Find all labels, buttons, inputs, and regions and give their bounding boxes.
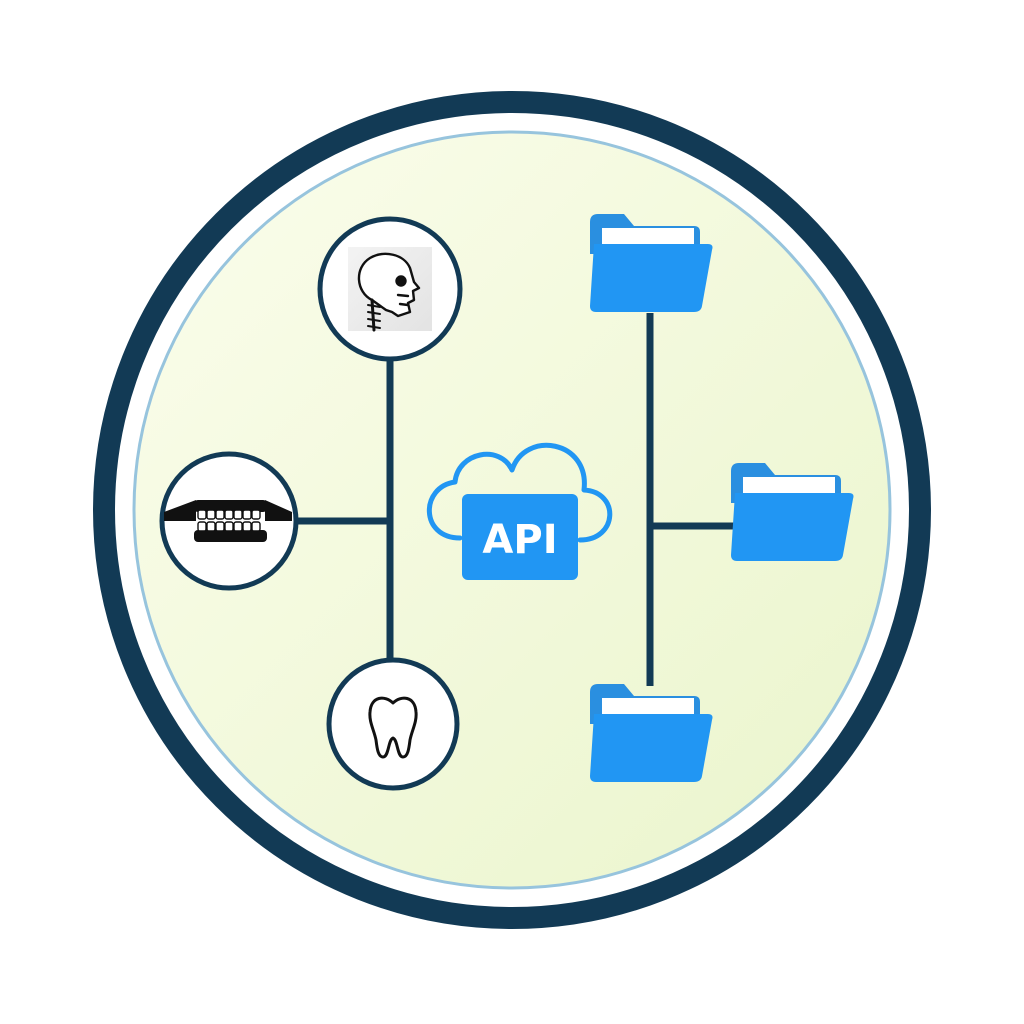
node-tooth (326, 657, 460, 791)
api-label: API (482, 517, 557, 563)
cloud-outline (426, 442, 613, 543)
node-dentures (159, 451, 299, 591)
right-connectors (646, 313, 735, 686)
folder-icon (590, 684, 713, 782)
folder-icon (731, 463, 854, 561)
skull-xray-icon (357, 252, 421, 332)
folder-middle (731, 463, 854, 561)
node-dentures-ring (159, 451, 299, 591)
cloud-api-icon: API (426, 442, 613, 580)
api-box (462, 494, 578, 580)
left-connectors (296, 360, 394, 665)
folder-bottom (590, 684, 713, 782)
dentures-icon (164, 500, 292, 542)
folder-icon (590, 214, 713, 312)
tooth-icon (368, 696, 418, 759)
node-xray (317, 216, 463, 362)
folder-top (590, 214, 713, 312)
